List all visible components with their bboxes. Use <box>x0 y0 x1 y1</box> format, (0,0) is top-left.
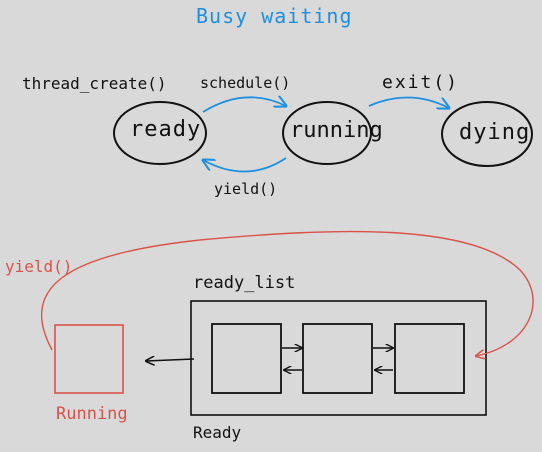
ready-container-label: Ready <box>193 423 242 442</box>
dequeue-arrow <box>146 359 195 361</box>
edge-label-yield: yield() <box>214 180 278 198</box>
ready-list-label: ready_list <box>193 273 296 293</box>
yield-loop-label: yield() <box>5 257 73 276</box>
node-ready-circle <box>113 101 207 165</box>
ready-container <box>190 300 487 416</box>
queue-node-2 <box>302 323 373 394</box>
yield-loop-arrow <box>41 230 534 356</box>
node-dying-label: dying <box>459 120 531 145</box>
arrow-schedule <box>202 97 286 113</box>
arrow-exit <box>368 96 449 108</box>
node-dying-circle <box>441 101 533 167</box>
arrow-yield <box>203 157 287 173</box>
queue-node-1 <box>211 323 282 394</box>
edge-label-thread-create: thread_create() <box>22 74 167 93</box>
edge-label-exit: exit() <box>382 72 460 93</box>
page-title: Busy waiting <box>196 4 353 28</box>
running-box <box>54 324 124 394</box>
node-running-circle <box>282 101 372 165</box>
running-box-label: Running <box>56 404 128 424</box>
node-running-label: running <box>290 118 383 143</box>
node-ready-label: ready <box>130 117 202 142</box>
queue-node-3 <box>394 323 465 394</box>
edge-label-schedule: schedule() <box>200 74 291 92</box>
